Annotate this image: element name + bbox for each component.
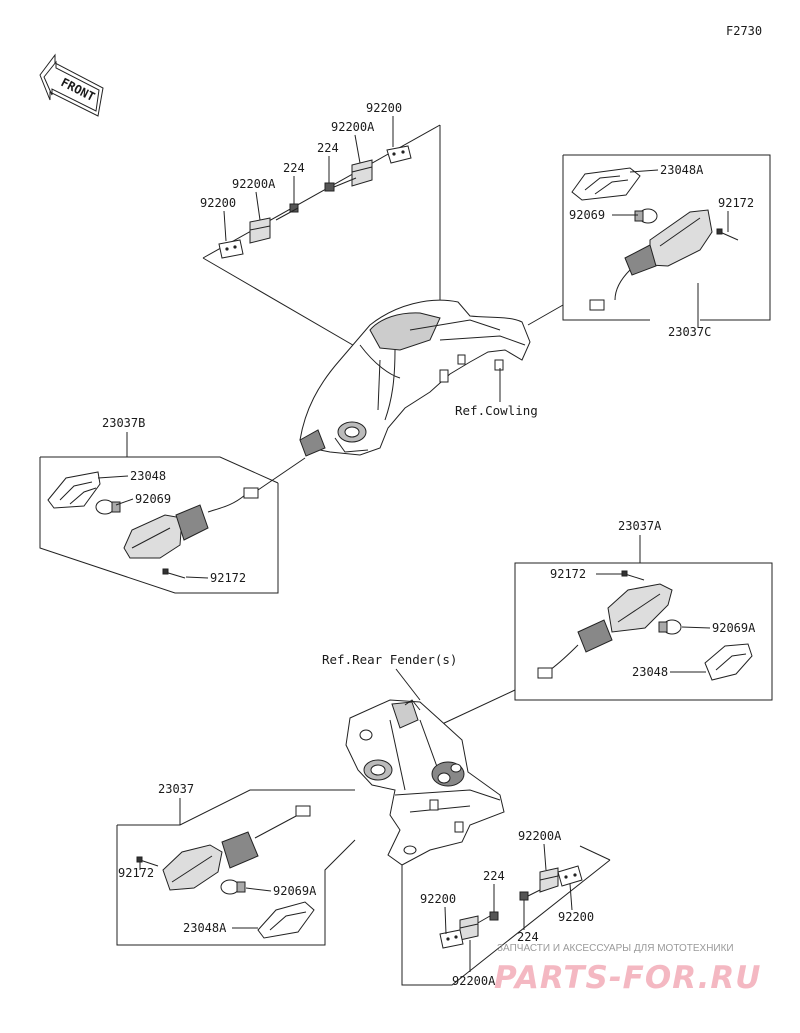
turn-signal-23037-group xyxy=(116,789,356,946)
watermark-tagline: ЗАПЧАСТИ И АКСЕССУАРЫ ДЛЯ МОТОТЕХНИКИ xyxy=(497,943,734,954)
label-92200A-top-left: 92200A xyxy=(232,177,276,191)
label-92172-right: 92172 xyxy=(550,567,586,581)
label-92200A-top: 92200A xyxy=(331,120,375,134)
label-92200-top: 92200 xyxy=(366,101,402,115)
rear-fender-bracket xyxy=(345,699,505,866)
nut-92200A-top-left xyxy=(249,217,271,244)
page-code: F2730 xyxy=(726,24,762,38)
lens-23048-left xyxy=(47,471,101,509)
lens-23048-right xyxy=(704,643,753,681)
turn-signal-23037B-group xyxy=(39,456,306,594)
label-92172-left: 92172 xyxy=(210,571,246,585)
label-23037C: 23037C xyxy=(668,325,711,339)
turn-signal-23037C-group xyxy=(527,154,771,326)
nut-92200A-top xyxy=(351,159,373,187)
label-92069A-right: 92069A xyxy=(712,621,756,635)
label-23037B: 23037B xyxy=(102,416,145,430)
front-arrow-icon: FRONT xyxy=(39,53,104,117)
label-224-bottom-mid: 224 xyxy=(483,869,505,883)
screw-92172-right xyxy=(621,570,645,581)
label-92069-left: 92069 xyxy=(135,492,171,506)
signal-housing-23037C xyxy=(589,209,713,311)
label-ref-rear-fender: Ref.Rear Fender(s) xyxy=(322,652,457,667)
label-92200A-bottom-right: 92200A xyxy=(518,829,562,843)
bulb-92069-top xyxy=(634,208,658,224)
signal-housing-23037A xyxy=(537,583,673,679)
front-cowling-bracket xyxy=(299,299,531,457)
bolt-224-bottom-mid xyxy=(475,911,499,925)
label-ref-cowling: Ref.Cowling xyxy=(455,403,538,418)
top-hardware-group xyxy=(202,124,441,375)
label-23037A: 23037A xyxy=(618,519,662,533)
watermark-brand: PARTS-FOR.RU xyxy=(494,960,761,996)
signal-housing-23037 xyxy=(162,805,311,891)
screw-92172-left xyxy=(162,568,186,579)
plate-92200-bottom-left xyxy=(439,929,464,949)
label-23037: 23037 xyxy=(158,782,194,796)
label-224-top-right: 224 xyxy=(317,141,339,155)
label-92069-top: 92069 xyxy=(569,208,605,222)
label-92172-bottom: 92172 xyxy=(118,866,154,880)
signal-housing-23037B xyxy=(123,487,259,559)
label-92200A-bottom: 92200A xyxy=(452,974,496,988)
nut-92200A-bottom-left xyxy=(459,915,479,941)
label-224-bottom-right: 224 xyxy=(517,930,539,944)
bolt-224-top-left xyxy=(275,203,299,221)
label-92172-top: 92172 xyxy=(718,196,754,210)
lens-23048A-top xyxy=(571,167,641,201)
label-92069A-bottom: 92069A xyxy=(273,884,317,898)
label-23048-left: 23048 xyxy=(130,469,166,483)
plate-92200-top xyxy=(386,145,412,164)
label-23048-right: 23048 xyxy=(632,665,668,679)
label-224-top-left: 224 xyxy=(283,161,305,175)
nut-92200A-bottom-right xyxy=(539,867,559,893)
plate-92200-bottom-right xyxy=(557,865,583,887)
label-23048A-bottom: 23048A xyxy=(183,921,227,935)
plate-92200-top-left xyxy=(218,239,244,259)
bolt-224-top-right xyxy=(324,177,357,192)
label-92200-bottom-left: 92200 xyxy=(420,892,456,906)
bulb-92069-left xyxy=(95,499,121,515)
bottom-hardware-group xyxy=(401,845,611,986)
label-92200-top-left: 92200 xyxy=(200,196,236,210)
label-23048A-top: 23048A xyxy=(660,163,704,177)
turn-signal-23037A-group xyxy=(439,562,773,726)
bulb-92069A-bottom xyxy=(220,879,246,895)
label-92200-bottom-right: 92200 xyxy=(558,910,594,924)
bulb-92069A-right xyxy=(658,619,682,635)
bolt-224-bottom-right xyxy=(519,889,541,901)
screw-92172-top xyxy=(716,228,739,241)
lens-23048A-bottom xyxy=(257,901,315,939)
